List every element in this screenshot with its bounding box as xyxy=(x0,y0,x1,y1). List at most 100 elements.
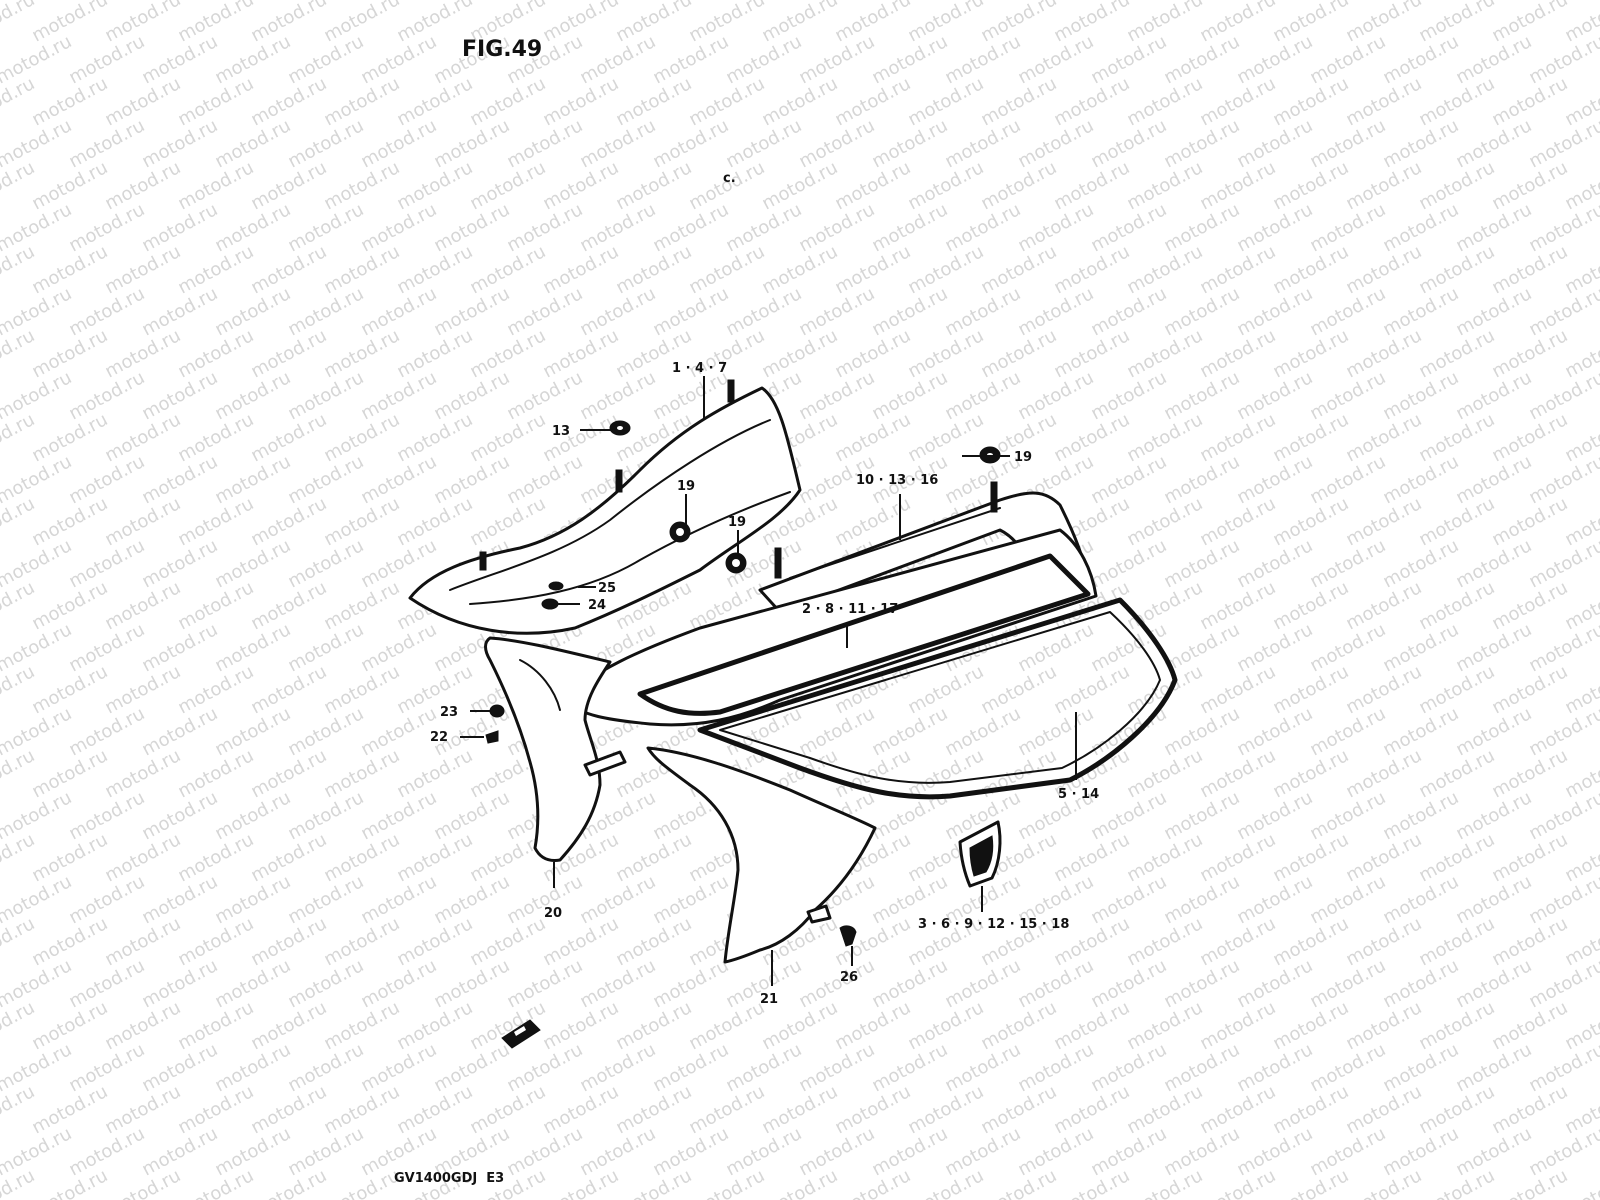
watermark-text: motod.ru xyxy=(1488,577,1571,634)
watermark-text: motod.ru xyxy=(28,913,111,970)
callout-labels: 1 · 4 · 7 13 19 19 19 10 · 13 · 16 25 24… xyxy=(430,361,1099,1007)
watermark-text: motod.ru xyxy=(101,157,184,214)
watermark-text: motod.ru xyxy=(612,0,695,46)
watermark-text: motod.ru xyxy=(1342,241,1425,298)
watermark-text: motod.ru xyxy=(466,73,549,130)
watermark-text: motod.ru xyxy=(28,409,111,466)
watermark-text: motod.ru xyxy=(1050,0,1133,46)
part-screw-23[interactable] xyxy=(489,704,505,718)
watermark-text: motod.ru xyxy=(904,241,987,298)
watermark-text: motod.ru xyxy=(758,1081,841,1138)
watermark-text: motod.ru xyxy=(393,1081,476,1138)
watermark-text: motod.ru xyxy=(393,661,476,718)
watermark-text: motod.ru xyxy=(1196,745,1279,802)
watermark-text: motod.ru xyxy=(393,493,476,550)
watermark-text: motod.ru xyxy=(1269,325,1352,382)
part-lower-side-cover[interactable] xyxy=(646,746,877,964)
watermark-text: motod.ru xyxy=(1196,493,1279,550)
watermark-text: motod.ru xyxy=(539,0,622,46)
watermark-text: motod.ru xyxy=(28,157,111,214)
part-screw-22[interactable] xyxy=(485,730,499,744)
watermark-text: motod.ru xyxy=(1196,661,1279,718)
watermark-text: motod.ru xyxy=(28,493,111,550)
watermark-text: motod.ru xyxy=(1342,997,1425,1054)
watermark-text: motod.ru xyxy=(466,997,549,1054)
watermark-text: motod.ru xyxy=(539,997,622,1054)
watermark-text: motod.ru xyxy=(174,73,257,130)
callout-19-top: 19 xyxy=(1014,450,1032,465)
watermark-text: motod.ru xyxy=(977,241,1060,298)
part-screw-26[interactable] xyxy=(839,925,857,947)
watermark-text: motod.ru xyxy=(1196,73,1279,130)
watermark-text: motod.ru xyxy=(101,913,184,970)
watermark-text: motod.ru xyxy=(1269,997,1352,1054)
watermark-text: motod.ru xyxy=(320,829,403,886)
watermark-text: motod.ru xyxy=(1123,73,1206,130)
watermark-text: motod.ru xyxy=(1415,913,1498,970)
watermark-text: motod.ru xyxy=(1269,409,1352,466)
watermark-text: motod.ru xyxy=(1415,409,1498,466)
part-lower-trim[interactable] xyxy=(697,597,1178,800)
watermark-text: motod.ru xyxy=(1342,73,1425,130)
watermark-text: motod.ru xyxy=(977,0,1060,46)
watermark-text: motod.ru xyxy=(831,325,914,382)
part-small-bracket[interactable] xyxy=(501,1019,541,1049)
watermark-text: motod.ru xyxy=(174,661,257,718)
watermark-text: motod.ru xyxy=(1269,745,1352,802)
watermark-text: motod.ru xyxy=(247,913,330,970)
part-clip-25[interactable] xyxy=(548,581,564,591)
watermark-text: motod.ru xyxy=(101,325,184,382)
watermark-text: motod.ru xyxy=(393,745,476,802)
watermark-text: motod.ru xyxy=(101,745,184,802)
watermark-text: motod.ru xyxy=(758,157,841,214)
watermark-text: motod.ru xyxy=(1342,577,1425,634)
watermark-text: motod.ru xyxy=(320,1081,403,1138)
watermark-text: motod.ru xyxy=(831,73,914,130)
watermark-text: motod.ru xyxy=(28,325,111,382)
part-clip-24[interactable] xyxy=(541,598,559,610)
watermark-text: motod.ru xyxy=(174,493,257,550)
watermark-text: motod.ru xyxy=(320,73,403,130)
watermark-text: motod.ru xyxy=(1342,493,1425,550)
watermark-text: motod.ru xyxy=(758,325,841,382)
watermark-text: motod.ru xyxy=(1050,241,1133,298)
watermark-text: motod.ru xyxy=(1123,745,1206,802)
watermark-text: motod.ru xyxy=(101,829,184,886)
watermark-text: motod.ru xyxy=(1269,157,1352,214)
watermark-text: motod.ru xyxy=(1415,1081,1498,1138)
part-inner-lower-panel[interactable] xyxy=(484,636,627,862)
watermark-text: motod.ru xyxy=(685,997,768,1054)
watermark-text: motod.ru xyxy=(1415,997,1498,1054)
callout-25: 25 xyxy=(598,581,616,596)
callout-26: 26 xyxy=(840,970,858,985)
callout-22: 22 xyxy=(430,730,448,745)
watermark-text: motod.ru xyxy=(174,1081,257,1138)
part-grommet-19-low[interactable] xyxy=(725,552,747,574)
watermark-text: motod.ru xyxy=(1196,1081,1279,1138)
watermark-text: motod.ru xyxy=(247,829,330,886)
watermark-text: motod.ru xyxy=(393,997,476,1054)
watermark-text: motod.ru xyxy=(612,997,695,1054)
watermark-text: motod.ru xyxy=(101,241,184,298)
part-grommet-19-mid[interactable] xyxy=(669,521,691,543)
watermark-text: motod.ru xyxy=(977,157,1060,214)
watermark-text: motod.ru xyxy=(904,73,987,130)
watermark-text: motod.ru xyxy=(247,0,330,46)
model-code: GV1400GDJ E3 xyxy=(394,1171,504,1186)
part-grommet-13[interactable] xyxy=(609,420,631,436)
watermark-text: motod.ru xyxy=(174,325,257,382)
watermark-text: motod.ru xyxy=(174,829,257,886)
watermark-text: motod.ru xyxy=(320,241,403,298)
watermark-text: motod.ru xyxy=(247,661,330,718)
callout-20: 20 xyxy=(544,906,562,921)
watermark-text: motod.ru xyxy=(101,493,184,550)
part-upper-cowl[interactable] xyxy=(408,379,802,635)
part-emblem[interactable] xyxy=(958,820,1002,888)
part-main-side-cover[interactable] xyxy=(563,528,1098,727)
watermark-text: motod.ru xyxy=(101,409,184,466)
callout-1-4-7: 1 · 4 · 7 xyxy=(672,361,727,376)
watermark-text: motod.ru xyxy=(1123,1081,1206,1138)
watermark-text: motod.ru xyxy=(1196,157,1279,214)
watermark-text: motod.ru xyxy=(977,325,1060,382)
watermark-text: motod.ru xyxy=(1196,577,1279,634)
